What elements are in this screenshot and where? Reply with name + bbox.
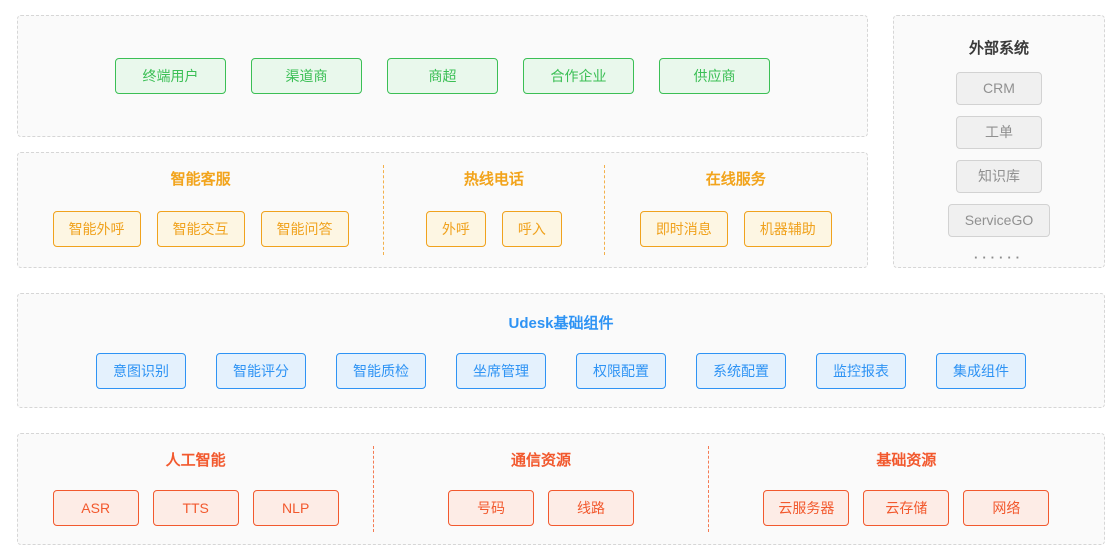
component-box: 智能质检 — [336, 353, 426, 389]
resource-box: 云服务器 — [763, 490, 850, 526]
component-box: 系统配置 — [696, 353, 786, 389]
resource-box: 云存储 — [863, 490, 950, 526]
section-title: 通信资源 — [511, 452, 572, 469]
section-boxes: 云服务器 云存储 网络 — [763, 490, 1050, 526]
section-boxes: 外呼 呼入 — [425, 211, 562, 247]
section-smart-service: 智能客服 智能外呼 智能交互 智能问答 — [18, 153, 383, 267]
external-system-box: CRM — [956, 72, 1042, 105]
resource-box: 网络 — [963, 490, 1050, 526]
section-title: 热线电话 — [463, 171, 524, 188]
external-system-box: 知识库 — [956, 160, 1042, 193]
external-system-box: 工单 — [956, 116, 1042, 149]
section-boxes: ASR TTS NLP — [52, 490, 339, 526]
component-box: 坐席管理 — [456, 353, 546, 389]
section-communication: 通信资源 号码 线路 — [374, 434, 707, 544]
component-box: 意图识别 — [96, 353, 186, 389]
customer-box: 终端用户 — [115, 58, 226, 94]
section-ai: 人工智能 ASR TTS NLP — [18, 434, 373, 544]
section-boxes: 即时消息 机器辅助 — [639, 211, 832, 247]
external-systems-panel: 外部系统 CRM 工单 知识库 ServiceGO ······ — [893, 15, 1105, 268]
service-box: 外呼 — [425, 211, 486, 247]
section-title: 智能客服 — [170, 171, 231, 188]
service-channels-panel: 智能客服 智能外呼 智能交互 智能问答 热线电话 外呼 呼入 在线服务 即时消息… — [17, 152, 868, 268]
service-box: 智能交互 — [156, 211, 245, 247]
section-online-service: 在线服务 即时消息 机器辅助 — [605, 153, 867, 267]
service-box: 机器辅助 — [743, 211, 832, 247]
section-divider — [603, 165, 605, 255]
resource-box: 线路 — [548, 490, 635, 526]
service-box: 智能问答 — [260, 211, 349, 247]
external-system-box: ServiceGO — [947, 204, 1051, 237]
component-box: 智能评分 — [216, 353, 306, 389]
customer-box: 供应商 — [659, 58, 770, 94]
section-hotline: 热线电话 外呼 呼入 — [384, 153, 603, 267]
section-divider — [383, 165, 385, 255]
section-infrastructure: 基础资源 云服务器 云存储 网络 — [709, 434, 1104, 544]
resources-panel: 人工智能 ASR TTS NLP 通信资源 号码 线路 基础资源 云服务器 云存… — [17, 433, 1105, 545]
customers-layer-panel: 终端用户 渠道商 商超 合作企业 供应商 — [17, 15, 868, 137]
section-title: 人工智能 — [165, 452, 226, 469]
section-divider — [373, 446, 375, 532]
service-box: 智能外呼 — [52, 211, 141, 247]
section-boxes: 号码 线路 — [448, 490, 635, 526]
resource-box: TTS — [152, 490, 239, 526]
resource-box: NLP — [252, 490, 339, 526]
external-systems-title: 外部系统 — [968, 40, 1029, 57]
base-components-panel: Udesk基础组件 意图识别 智能评分 智能质检 坐席管理 权限配置 系统配置 … — [17, 293, 1105, 408]
service-box: 呼入 — [501, 211, 562, 247]
component-box: 集成组件 — [936, 353, 1026, 389]
base-components-title: Udesk基础组件 — [508, 315, 614, 332]
section-title: 在线服务 — [705, 171, 766, 188]
resource-box: ASR — [52, 490, 139, 526]
service-box: 即时消息 — [639, 211, 728, 247]
customer-box: 商超 — [387, 58, 498, 94]
more-systems-ellipsis: ······ — [974, 250, 1024, 265]
component-box: 监控报表 — [816, 353, 906, 389]
resource-box: 号码 — [448, 490, 535, 526]
section-title: 基础资源 — [876, 452, 937, 469]
component-box: 权限配置 — [576, 353, 666, 389]
section-divider — [707, 446, 709, 532]
customer-box: 合作企业 — [523, 58, 634, 94]
customer-box: 渠道商 — [251, 58, 362, 94]
section-boxes: 智能外呼 智能交互 智能问答 — [52, 211, 349, 247]
component-boxes: 意图识别 智能评分 智能质检 坐席管理 权限配置 系统配置 监控报表 集成组件 — [96, 353, 1026, 389]
